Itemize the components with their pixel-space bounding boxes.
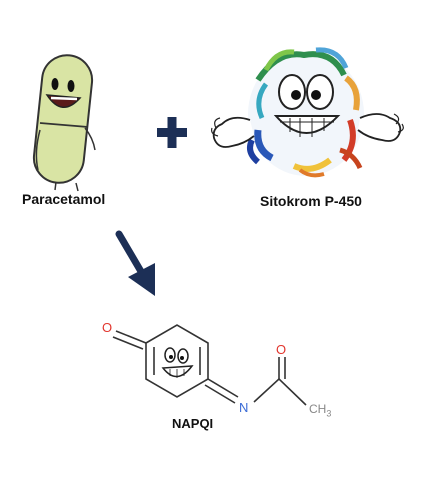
- paracetamol-label: Paracetamol: [22, 191, 106, 207]
- methyl-group-label: CH3: [309, 402, 332, 419]
- napqi-face-icon: [161, 347, 194, 378]
- plus-icon: [157, 117, 187, 148]
- paracetamol-pill-icon: [32, 54, 96, 192]
- oxygen-atom-label: O: [276, 342, 287, 357]
- napqi-structure: [112, 324, 307, 406]
- oxygen-atom-label: O: [102, 320, 113, 335]
- cytochrome-p450-label: Sitokrom P-450: [260, 193, 362, 209]
- napqi-label: NAPQI: [172, 416, 214, 431]
- nitrogen-atom-label: N: [239, 400, 249, 415]
- cytochrome-protein-icon: [211, 47, 404, 178]
- reaction-arrow-icon: [115, 230, 155, 296]
